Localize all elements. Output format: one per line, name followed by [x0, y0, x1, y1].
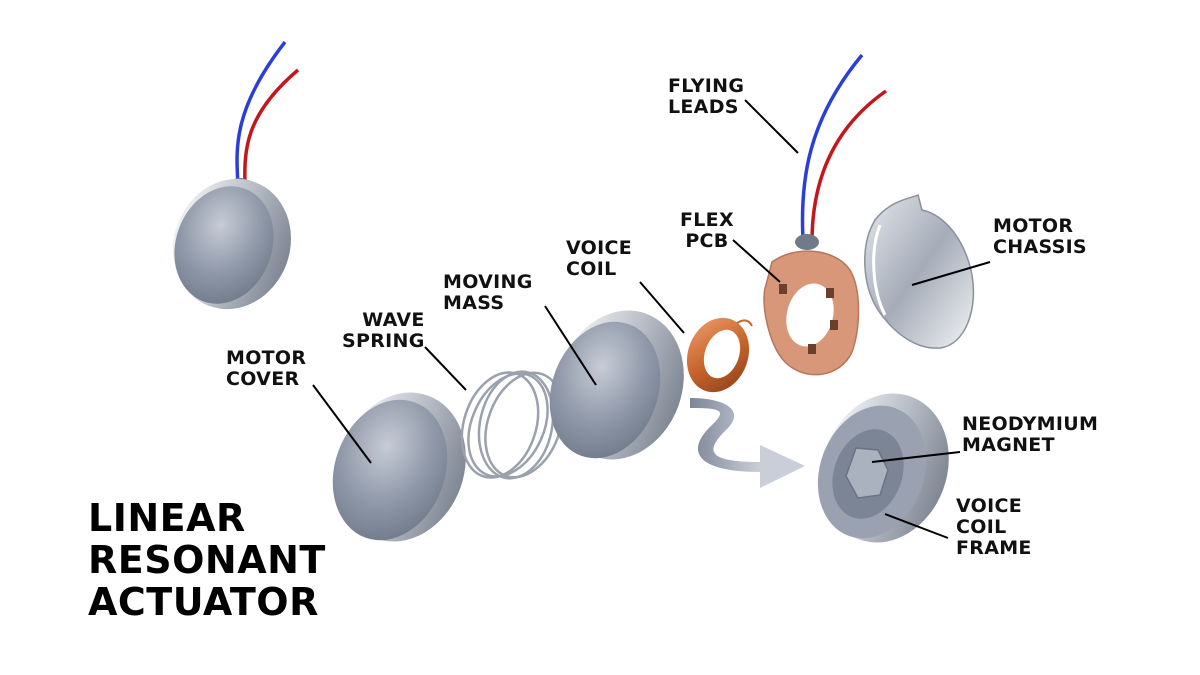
leader-motor-cover	[312, 384, 372, 464]
motor-chassis	[864, 193, 975, 349]
assembled-actuator	[173, 40, 300, 310]
label-line: FLYING	[668, 75, 745, 97]
label-line: MOTOR	[226, 347, 307, 369]
label-line: COIL	[566, 258, 617, 280]
pcb-hole	[786, 283, 834, 347]
flex-pcb	[763, 53, 888, 376]
label-line: MAGNET	[962, 434, 1055, 456]
chassis-shell	[864, 193, 975, 349]
flying-lead-blue	[800, 53, 864, 241]
label-wave-spring: WAVE SPRING	[342, 310, 425, 352]
diagram-title: LINEAR RESONANT ACTUATOR	[88, 497, 326, 623]
wave-spring	[460, 370, 564, 480]
pcb-pad	[779, 284, 787, 294]
label-line: COVER	[226, 368, 300, 390]
label-line: SPRING	[342, 330, 425, 352]
label-line: MASS	[443, 292, 505, 314]
leader-neodymium-magnet	[871, 451, 961, 463]
label-line: MOVING	[443, 271, 533, 293]
label-line: FLEX	[680, 209, 734, 231]
leader-flex-pcb	[732, 239, 781, 283]
motor-cover	[332, 392, 466, 542]
arrow-head	[760, 445, 805, 488]
label-line: VOICE	[566, 237, 633, 259]
label-line: LEADS	[668, 96, 739, 118]
label-motor-cover: MOTOR COVER	[226, 348, 306, 390]
leader-motor-chassis	[911, 261, 991, 286]
label-line: COIL	[956, 516, 1007, 538]
label-line: WAVE	[362, 309, 425, 331]
blue-wire	[235, 40, 287, 186]
label-line: MOTOR	[993, 215, 1074, 237]
motor-cover-face	[332, 399, 448, 541]
label-neodymium-magnet: NEODYMIUM MAGNET	[962, 414, 1098, 456]
label-voice-coil: VOICE COIL	[566, 238, 632, 280]
title-line: RESONANT	[88, 538, 326, 582]
label-flex-pcb: FLEX PCB	[680, 210, 734, 252]
label-flying-leads: FLYING LEADS	[668, 76, 744, 118]
ribbon-body	[690, 398, 760, 472]
voice-coil	[686, 317, 753, 393]
pcb-pad	[826, 288, 834, 298]
flying-lead-red	[810, 89, 888, 243]
pcb-pad	[830, 320, 838, 330]
chassis-rim	[872, 224, 887, 316]
red-wire	[243, 68, 300, 187]
title-line: ACTUATOR	[88, 580, 319, 624]
assembly-arrow	[690, 398, 805, 488]
pcb-grommet	[795, 234, 819, 250]
label-line: CHASSIS	[993, 236, 1087, 258]
title-line: LINEAR	[88, 496, 246, 540]
label-line: FRAME	[956, 537, 1032, 559]
leader-lines	[312, 99, 991, 539]
assembled-face	[174, 186, 274, 304]
leader-flying-leads	[744, 99, 799, 154]
leader-moving-mass	[544, 305, 597, 386]
label-voice-coil-frame: VOICE COIL FRAME	[956, 496, 1032, 559]
leader-wave-spring	[424, 346, 467, 391]
label-line: PCB	[685, 230, 729, 252]
moving-mass	[549, 310, 684, 460]
label-line: NEODYMIUM	[962, 413, 1099, 435]
pcb-pad	[808, 344, 816, 354]
voice-coil-frame	[817, 393, 949, 543]
leader-voice-coil	[639, 281, 685, 334]
leader-voice-coil-frame	[884, 513, 949, 539]
voice-coil-inner	[703, 329, 741, 379]
label-line: VOICE	[956, 495, 1023, 517]
label-moving-mass: MOVING MASS	[443, 272, 533, 314]
label-motor-chassis: MOTOR CHASSIS	[993, 216, 1087, 258]
